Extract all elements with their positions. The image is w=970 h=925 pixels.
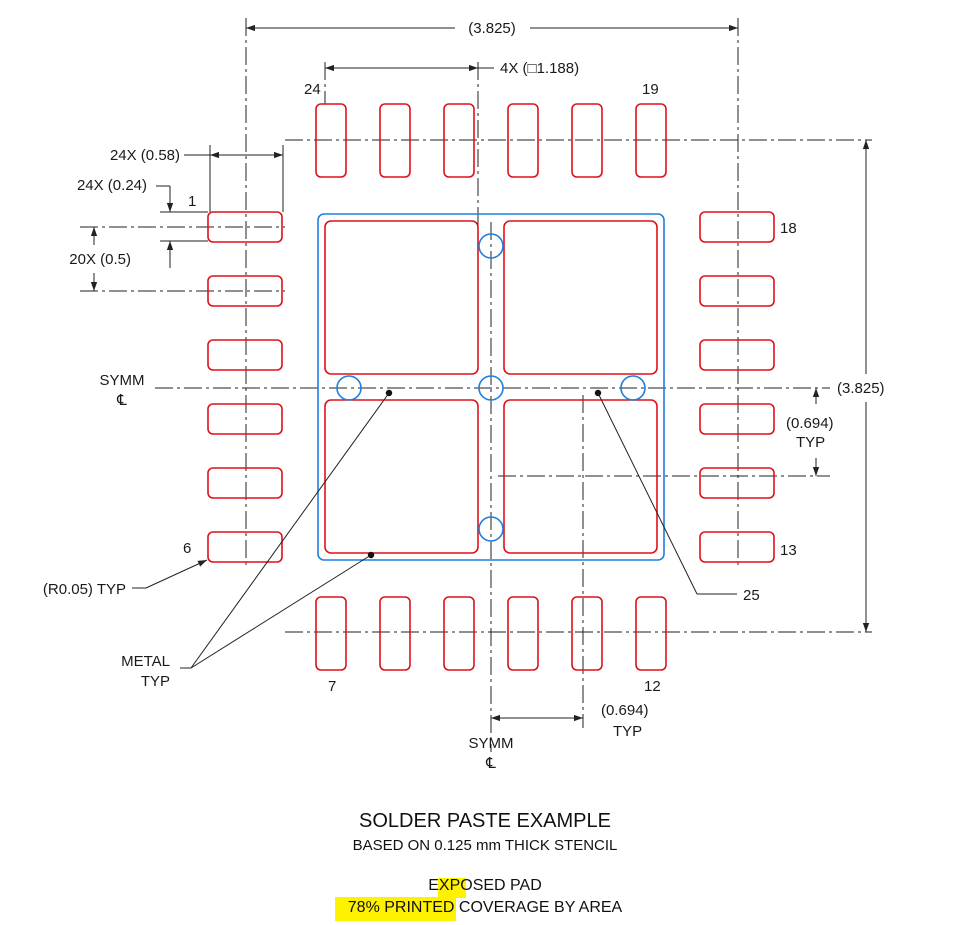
pin-6-label: 6 [183,540,191,557]
pad [443,103,475,178]
paste-square [324,220,479,375]
paste-square-label: 4X (□1.188) [500,60,579,77]
centerline-symbol-icon: ℄ [116,392,127,409]
pad [507,103,539,178]
pin-12-label: 12 [644,678,661,695]
pad [207,403,283,435]
pin-1-label: 1 [188,193,196,210]
pad [635,103,667,178]
pin-13-label: 13 [780,542,797,559]
pad [635,596,667,671]
highlight-mark [438,878,466,898]
via [478,516,504,542]
caption-subtitle: BASED ON 0.125 mm THICK STENCIL [352,837,618,854]
overall-width-label: (3.825) [468,20,516,37]
pad [507,596,539,671]
dimension-lines [90,24,870,722]
extension-lines [80,18,872,752]
paste-pitch-v-label: (0.694) [786,415,834,432]
pad [207,339,283,371]
overall-height-label: (3.825) [837,380,885,397]
pad [207,211,283,243]
pin-19-label: 19 [642,81,659,98]
pads-right [699,211,775,563]
pin-pitch-label: 20X (0.5) [69,251,131,268]
via [336,375,362,401]
caption-title: SOLDER PASTE EXAMPLE [359,810,611,832]
paste-pitch-v-typ: TYP [796,434,825,451]
pin-18-label: 18 [780,220,797,237]
pads-bottom [315,596,667,671]
pad [207,275,283,307]
pads-top [315,103,667,178]
pad [379,103,411,178]
thermal-vias [336,233,646,542]
metal-typ-callout: TYP [141,673,170,690]
via [478,233,504,259]
pad [699,467,775,499]
pad [699,275,775,307]
symm-v-label: SYMM [469,735,514,752]
paste-squares [324,220,658,554]
leader-lines [132,389,737,669]
symm-h-label: SYMM [100,372,145,389]
pad [443,596,475,671]
pin-25-label: 25 [743,587,760,604]
pad [379,596,411,671]
paste-pitch-h-typ: TYP [613,723,642,740]
centerline-symbol-icon: ℄ [485,755,496,772]
paste-square [324,399,479,554]
pad-length-label: 24X (0.58) [110,147,180,164]
pad [315,103,347,178]
pads-left [207,211,283,563]
pad [699,531,775,563]
pad [699,211,775,243]
pad [571,103,603,178]
pad [207,467,283,499]
pad [571,596,603,671]
highlight-mark [335,897,456,921]
paste-square [503,399,658,554]
pad-width-label: 24X (0.24) [77,177,147,194]
radius-callout: (R0.05) TYP [43,581,126,598]
coverage-label: 78% PRINTED COVERAGE BY AREA [347,899,623,916]
paste-square [503,220,658,375]
pin-7-label: 7 [328,678,336,695]
pad [699,339,775,371]
exposed-pad-label: EXPOSED PAD [428,877,542,894]
pad [699,403,775,435]
metal-callout: METAL [121,653,170,670]
pin-24-label: 24 [304,81,321,98]
pad [315,596,347,671]
pad [207,531,283,563]
via [620,375,646,401]
paste-pitch-h-label: (0.694) [601,702,649,719]
exposed-pad-outline [317,213,665,561]
via [478,375,504,401]
